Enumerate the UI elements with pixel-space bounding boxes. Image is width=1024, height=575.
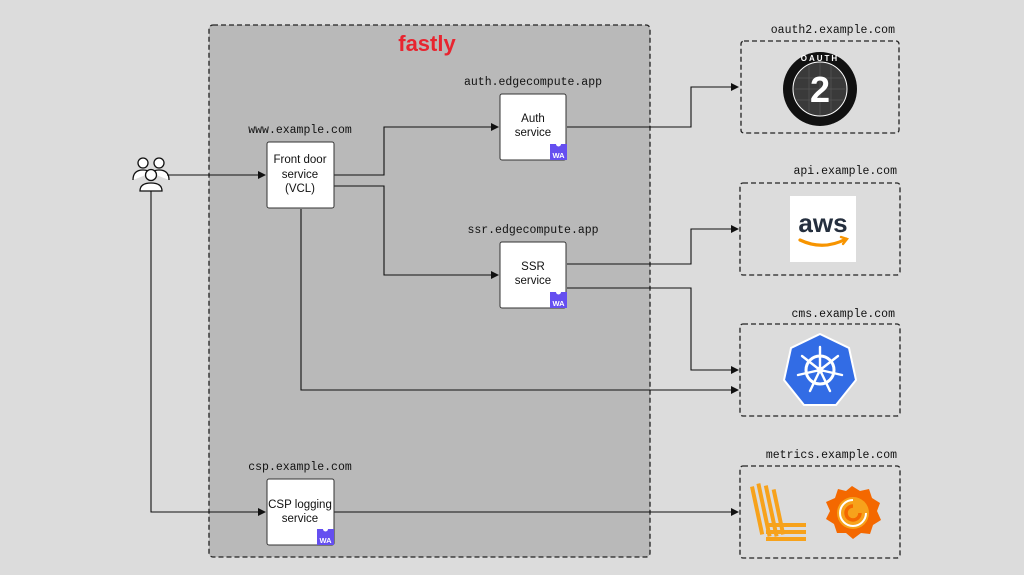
ssr-label-line-1: SSR xyxy=(521,261,545,273)
front-door-domain: www.example.com xyxy=(248,124,352,137)
edge-frontdoor-to-cms xyxy=(300,209,739,394)
csp-domain: csp.example.com xyxy=(248,461,352,474)
csp-label-line-1: CSP logging xyxy=(268,499,332,511)
oauth2-backend[interactable]: oauth2.example.com OAUTH 2 xyxy=(740,24,900,134)
cms-backend[interactable]: cms.example.com xyxy=(739,308,901,417)
users-icon xyxy=(132,157,170,192)
svg-text:WA: WA xyxy=(552,299,565,308)
api-domain: api.example.com xyxy=(793,165,897,178)
csp-box xyxy=(266,478,335,546)
svg-text:OAUTH: OAUTH xyxy=(801,54,839,63)
ssr-domain: ssr.edgecompute.app xyxy=(467,224,598,237)
edge-auth-to-oauth2 xyxy=(567,83,739,128)
edge-users-to-csp xyxy=(150,191,266,516)
metrics-box xyxy=(739,465,901,559)
csp-label-line-2: service xyxy=(282,513,318,525)
cms-box xyxy=(739,323,901,417)
front-door-box xyxy=(266,141,335,209)
edge-ssr-to-cms xyxy=(567,287,739,374)
svg-text:2: 2 xyxy=(810,69,830,110)
oauth2-domain: oauth2.example.com xyxy=(771,24,895,37)
svg-text:aws: aws xyxy=(798,208,847,238)
auth-box xyxy=(499,93,567,161)
svg-text:WA: WA xyxy=(319,536,332,545)
metrics-domain: metrics.example.com xyxy=(766,449,897,462)
metrics-backend[interactable]: metrics.example.com xyxy=(739,449,901,559)
ssr-box xyxy=(499,241,567,309)
front-door-label-line-1: Front door xyxy=(273,154,326,166)
front-door-service[interactable]: www.example.com Front door service (VCL) xyxy=(248,124,352,209)
ssr-label-line-2: service xyxy=(515,275,551,287)
edge-frontdoor-to-ssr xyxy=(334,185,499,279)
webassembly-icon: WA xyxy=(550,144,567,160)
edge-frontdoor-to-auth xyxy=(334,123,499,176)
api-box xyxy=(739,182,901,276)
webassembly-icon: WA xyxy=(550,292,567,308)
edge-ssr-to-api xyxy=(567,225,739,265)
auth-service[interactable]: auth.edgecompute.app Auth service WA xyxy=(464,76,602,161)
fastly-edge-panel xyxy=(208,24,651,558)
aws-logo-icon: aws xyxy=(790,196,856,262)
cms-domain: cms.example.com xyxy=(791,308,895,321)
front-door-label-line-3: (VCL) xyxy=(285,183,315,195)
ssr-service[interactable]: ssr.edgecompute.app SSR service WA xyxy=(467,224,599,309)
oauth2-logo-icon: OAUTH 2 xyxy=(783,52,857,126)
api-backend[interactable]: api.example.com aws xyxy=(739,165,901,276)
kubernetes-logo-icon xyxy=(782,332,858,406)
front-door-label-line-2: service xyxy=(282,169,318,181)
auth-label-line-2: service xyxy=(515,127,551,139)
csp-logging-service[interactable]: csp.example.com CSP logging service WA xyxy=(248,461,352,546)
auth-label-line-1: Auth xyxy=(521,113,545,125)
webassembly-icon: WA xyxy=(317,529,334,545)
auth-domain: auth.edgecompute.app xyxy=(464,76,602,89)
grafana-logo-icon xyxy=(826,486,881,539)
prometheus-logo-icon xyxy=(750,483,806,541)
svg-text:WA: WA xyxy=(552,151,565,160)
oauth2-box xyxy=(740,40,900,134)
connectors xyxy=(150,83,739,516)
fastly-logo: fastly xyxy=(398,31,456,56)
